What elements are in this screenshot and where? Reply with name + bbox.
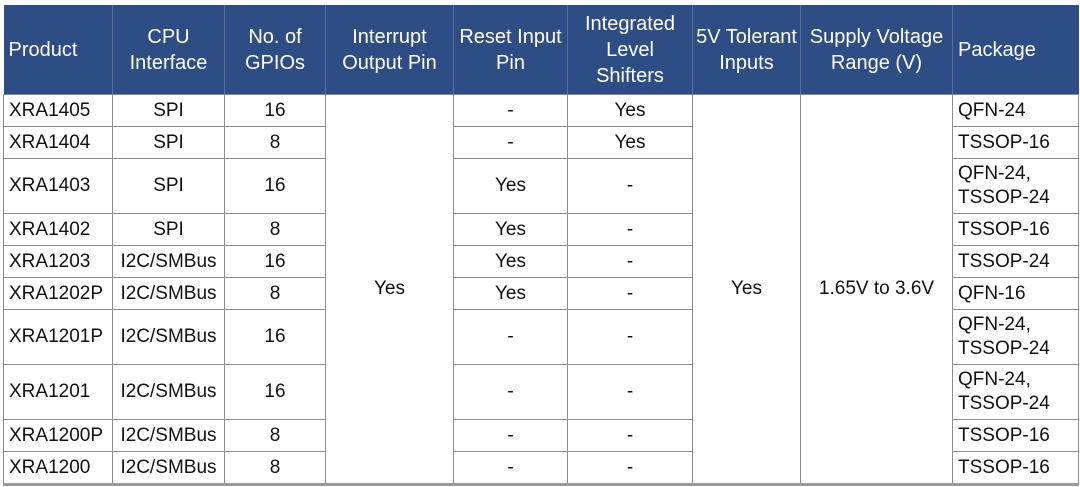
cell-level-shifters: - xyxy=(567,245,693,278)
cell-level-shifters: Yes xyxy=(567,94,693,127)
cell-package: QFN-16 xyxy=(952,277,1079,310)
product-selection-table: Product CPU Interface No. of GPIOs Inter… xyxy=(3,5,1079,486)
cell-cpu-interface: SPI xyxy=(112,158,225,214)
header-cell-interrupt-output-pin: Interrupt Output Pin xyxy=(325,5,454,95)
cell-level-shifters: - xyxy=(567,451,693,485)
cell-cpu-interface: I2C/SMBus xyxy=(112,277,225,310)
header-cell-5v-tolerant-inputs: 5V Tolerant Inputs xyxy=(692,5,801,95)
cell-level-shifters: - xyxy=(567,309,693,365)
cell-reset-input-pin: - xyxy=(453,94,568,127)
cell-cpu-interface: SPI xyxy=(112,94,225,127)
cell-gpios: 16 xyxy=(224,94,326,127)
cell-product: XRA1200P xyxy=(3,419,113,452)
cell-package: TSSOP-16 xyxy=(952,213,1079,246)
cell-level-shifters: - xyxy=(567,213,693,246)
cell-package: QFN-24, TSSOP-24 xyxy=(952,364,1079,420)
cell-reset-input-pin: Yes xyxy=(453,245,568,278)
cell-reset-input-pin: Yes xyxy=(453,213,568,246)
cell-package: TSSOP-16 xyxy=(952,126,1079,159)
cell-product: XRA1201P xyxy=(3,309,113,365)
cell-package: QFN-24, TSSOP-24 xyxy=(952,309,1079,365)
cell-gpios: 16 xyxy=(224,364,326,420)
header-cell-cpu-interface: CPU Interface xyxy=(112,5,225,95)
cell-reset-input-pin: - xyxy=(453,309,568,365)
cell-package: TSSOP-16 xyxy=(952,451,1079,485)
cell-level-shifters: - xyxy=(567,364,693,420)
cell-reset-input-pin: Yes xyxy=(453,158,568,214)
cell-cpu-interface: SPI xyxy=(112,213,225,246)
header-cell-supply-voltage-range: Supply Voltage Range (V) xyxy=(800,5,953,95)
cell-gpios: 8 xyxy=(224,126,326,159)
cell-5v-tolerant-inputs: Yes xyxy=(692,94,801,485)
cell-level-shifters: Yes xyxy=(567,126,693,159)
cell-gpios: 8 xyxy=(224,451,326,485)
cell-reset-input-pin: Yes xyxy=(453,277,568,310)
cell-package: QFN-24, TSSOP-24 xyxy=(952,158,1079,214)
cell-cpu-interface: I2C/SMBus xyxy=(112,451,225,485)
cell-level-shifters: - xyxy=(567,419,693,452)
cell-product: XRA1202P xyxy=(3,277,113,310)
cell-reset-input-pin: - xyxy=(453,451,568,485)
cell-interrupt-output-pin: Yes xyxy=(325,94,454,485)
cell-package: TSSOP-16 xyxy=(952,419,1079,452)
cell-level-shifters: - xyxy=(567,158,693,214)
header-cell-reset-input-pin: Reset Input Pin xyxy=(453,5,568,95)
cell-reset-input-pin: - xyxy=(453,126,568,159)
cell-reset-input-pin: - xyxy=(453,364,568,420)
cell-product: XRA1405 xyxy=(3,94,113,127)
cell-gpios: 16 xyxy=(224,158,326,214)
cell-supply-voltage-range: 1.65V to 3.6V xyxy=(800,94,953,485)
cell-cpu-interface: I2C/SMBus xyxy=(112,309,225,365)
cell-gpios: 8 xyxy=(224,277,326,310)
cell-cpu-interface: I2C/SMBus xyxy=(112,419,225,452)
cell-cpu-interface: I2C/SMBus xyxy=(112,245,225,278)
cell-cpu-interface: SPI xyxy=(112,126,225,159)
cell-gpios: 16 xyxy=(224,309,326,365)
header-cell-level-shifters: Integrated Level Shifters xyxy=(567,5,693,95)
cell-product: XRA1402 xyxy=(3,213,113,246)
header-cell-product: Product xyxy=(3,5,113,95)
cell-product: XRA1203 xyxy=(3,245,113,278)
cell-package: QFN-24 xyxy=(952,94,1079,127)
header-cell-gpios: No. of GPIOs xyxy=(224,5,326,95)
cell-reset-input-pin: - xyxy=(453,419,568,452)
cell-product: XRA1200 xyxy=(3,451,113,485)
cell-level-shifters: - xyxy=(567,277,693,310)
cell-cpu-interface: I2C/SMBus xyxy=(112,364,225,420)
cell-product: XRA1403 xyxy=(3,158,113,214)
header-row: Product CPU Interface No. of GPIOs Inter… xyxy=(3,5,1079,95)
cell-product: XRA1201 xyxy=(3,364,113,420)
cell-gpios: 16 xyxy=(224,245,326,278)
cell-product: XRA1404 xyxy=(3,126,113,159)
cell-gpios: 8 xyxy=(224,419,326,452)
header-cell-package: Package xyxy=(952,5,1079,95)
cell-package: TSSOP-24 xyxy=(952,245,1079,278)
cell-gpios: 8 xyxy=(224,213,326,246)
